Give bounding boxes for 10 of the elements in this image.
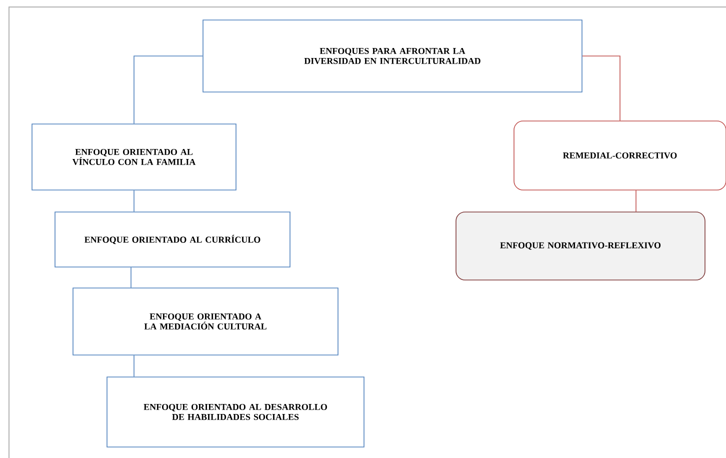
connector-line — [130, 267, 132, 288]
approach-box: ENFOQUE ORIENTADO AL CURRÍCULO — [54, 212, 290, 268]
approach-box: ENFOQUE ORIENTADO AL VÍNCULO CON LA FAMILIA — [32, 124, 236, 190]
rounded-box: ENFOQUE NORMATIVO-REFLEXIVO — [456, 212, 706, 280]
approach-box: ENFOQUE ORIENTADO AL DESARROLLO DE HABILIDADES SOCIALES — [106, 376, 364, 448]
rounded-box: REMEDIAL-CORRECTIVO — [514, 120, 726, 190]
connector-line — [582, 56, 620, 121]
approach-box: ENFOQUE ORIENTADO A LA MEDIACIÓN CULTURAL — [72, 288, 338, 356]
approach-box: ENFOQUES PARA AFRONTAR LA DIVERSIDAD EN INTERCULTURALIDAD — [202, 20, 582, 92]
connector-line — [134, 56, 203, 124]
